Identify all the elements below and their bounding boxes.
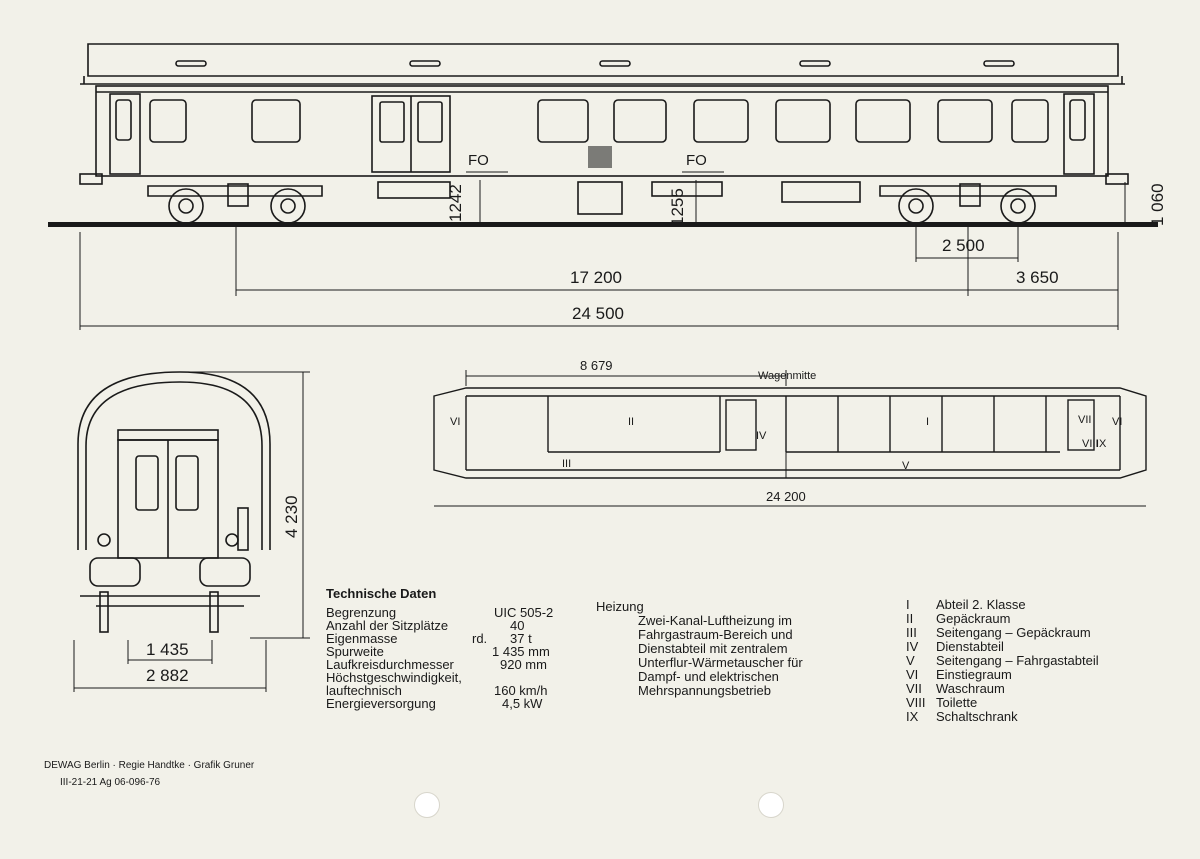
dim-2500: 2 500 bbox=[942, 236, 985, 255]
plan-mark-viii: VIII bbox=[1082, 438, 1099, 450]
height-dim-1060: 1 060 bbox=[1148, 183, 1167, 226]
floor-plan bbox=[433, 370, 1147, 507]
dim-3650: 3 650 bbox=[1016, 268, 1059, 287]
dim-24500: 24 500 bbox=[572, 304, 624, 323]
plan-mark-vi-left: VI bbox=[450, 416, 461, 428]
tech-row: Höchstgeschwindigkeit, bbox=[326, 670, 462, 685]
wagenmitte-label: Wagenmitte bbox=[758, 370, 817, 382]
fo-label-1: FO bbox=[468, 152, 489, 169]
technical-table: Begrenzung UIC 505-2 Anzahl der Sitzplät… bbox=[326, 605, 586, 711]
heating-text: Zwei-Kanal-Luftheizung im Fahrgastraum-B… bbox=[638, 613, 803, 698]
tech-row: Laufkreisdurchmesser 920 mm bbox=[326, 657, 547, 672]
punch-hole-left bbox=[414, 792, 440, 818]
end-view bbox=[73, 371, 310, 692]
footer-code: III-21-21 Ag 06-096-76 bbox=[60, 777, 161, 788]
tech-row: lauftechnisch 160 km/h bbox=[326, 683, 548, 698]
tech-row: Eigenmasse rd. 37 t bbox=[326, 631, 532, 646]
height-dim-1242: 1242 bbox=[446, 184, 465, 222]
tech-row: Energieversorgung 4,5 kW bbox=[326, 696, 543, 711]
tech-row: Begrenzung UIC 505-2 bbox=[326, 605, 554, 620]
plan-mark-v: V bbox=[902, 460, 910, 472]
plan-dim-24200: 24 200 bbox=[766, 489, 806, 504]
plan-mark-ix: IX bbox=[1096, 438, 1107, 450]
plan-dim-8679: 8 679 bbox=[580, 358, 613, 373]
footer-credit: DEWAG Berlin · Regie Handtke · Grafik Gr… bbox=[44, 760, 255, 771]
heating-label: Heizung bbox=[596, 599, 644, 614]
dim-4230: 4 230 bbox=[282, 495, 301, 538]
dim-1435: 1 435 bbox=[146, 640, 189, 659]
tech-row: Spurweite 1 435 mm bbox=[326, 644, 550, 659]
dim-2882: 2 882 bbox=[146, 666, 189, 685]
plan-mark-ii: II bbox=[628, 416, 635, 428]
fo-label-2: FO bbox=[686, 152, 707, 169]
punch-hole-right bbox=[758, 792, 784, 818]
plan-mark-vi-right: VI bbox=[1112, 416, 1123, 428]
height-dim-1255: 1255 bbox=[668, 188, 687, 226]
plan-mark-iii: III bbox=[562, 458, 572, 470]
plan-mark-iv: IV bbox=[756, 430, 767, 442]
dim-17200: 17 200 bbox=[570, 268, 622, 287]
side-elevation bbox=[48, 43, 1158, 330]
technical-title: Technische Daten bbox=[326, 586, 437, 601]
plan-mark-vii: VII bbox=[1078, 414, 1092, 426]
tech-row: Anzahl der Sitzplätze 40 bbox=[326, 618, 525, 633]
plan-mark-i: I bbox=[926, 416, 930, 428]
